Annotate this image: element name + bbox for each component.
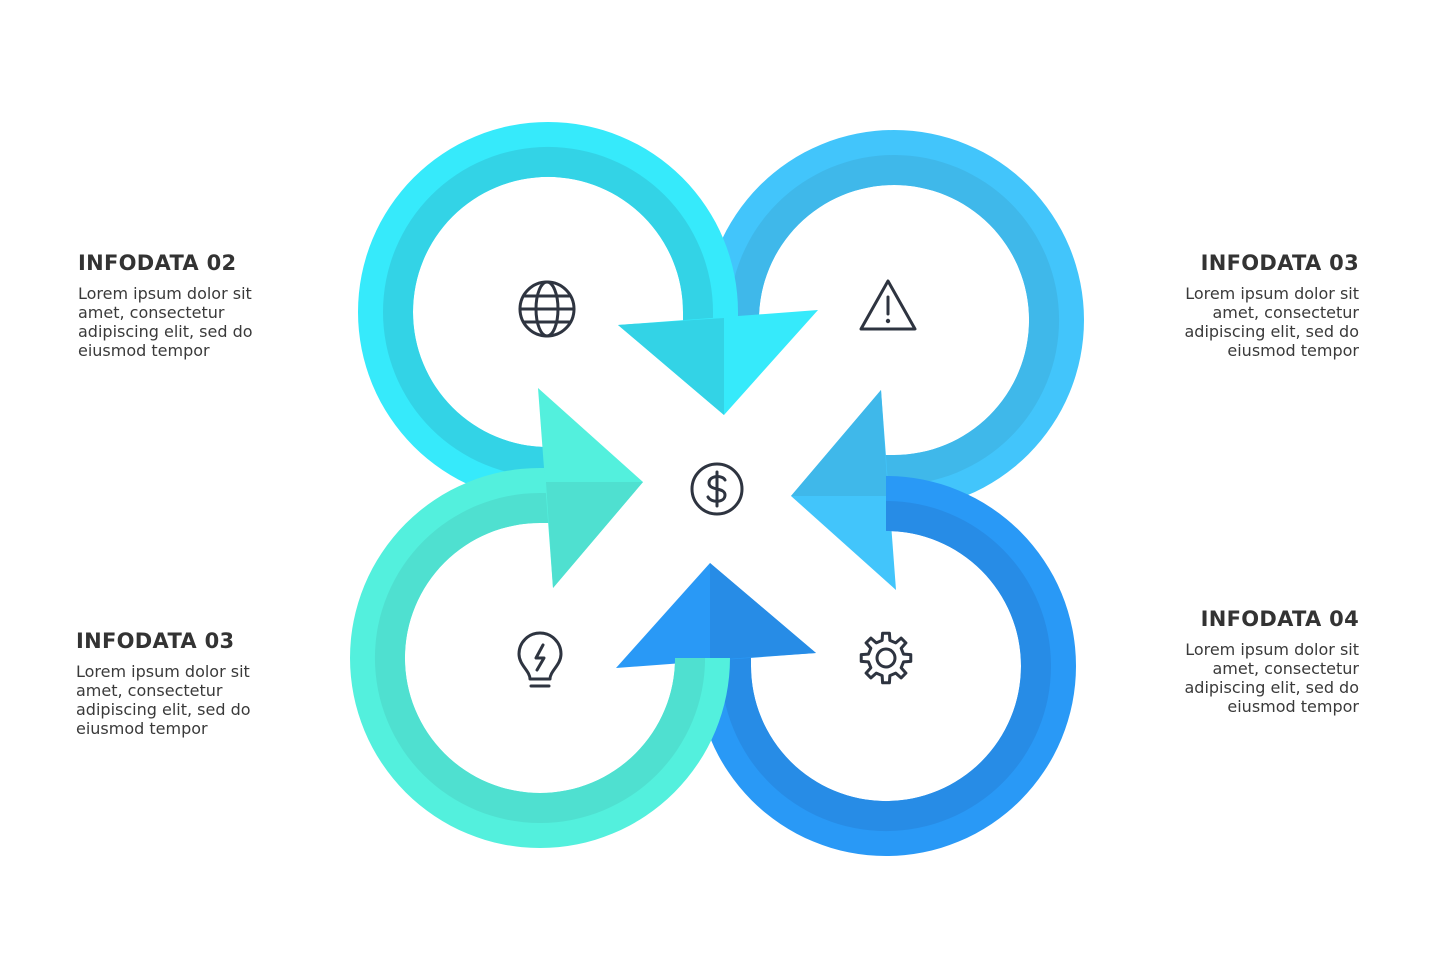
info-block-top-left: INFODATA 02 Lorem ipsum dolor sit amet, … xyxy=(78,250,318,360)
icons xyxy=(517,279,917,688)
info-line: eiusmod tempor xyxy=(76,719,208,738)
info-title: INFODATA 02 xyxy=(78,251,237,275)
info-body: Lorem ipsum dolor sit amet, consectetur … xyxy=(76,662,316,738)
info-block-bottom-right: INFODATA 04 Lorem ipsum dolor sit amet, … xyxy=(1119,606,1359,716)
info-line: amet, consectetur xyxy=(76,681,223,700)
info-line: Lorem ipsum dolor sit xyxy=(78,284,252,303)
info-title: INFODATA 03 xyxy=(1200,251,1359,275)
info-line: Lorem ipsum dolor sit xyxy=(76,662,250,681)
info-title: INFODATA 03 xyxy=(76,629,235,653)
info-line: adipiscing elit, sed do xyxy=(76,700,251,719)
info-body: Lorem ipsum dolor sit amet, consectetur … xyxy=(1119,640,1359,716)
info-line: eiusmod tempor xyxy=(1227,341,1359,360)
globe-icon xyxy=(518,280,576,338)
loop-arrow-bottom-left xyxy=(350,388,730,848)
info-line: Lorem ipsum dolor sit xyxy=(1185,640,1359,659)
info-title: INFODATA 04 xyxy=(1200,607,1359,631)
info-line: amet, consectetur xyxy=(1212,303,1360,322)
loop-arrowhead-shade xyxy=(618,318,724,415)
lightbulb-icon xyxy=(517,631,563,688)
loop-arrows xyxy=(350,122,1084,856)
info-line: amet, consectetur xyxy=(1212,659,1360,678)
info-block-bottom-left: INFODATA 03 Lorem ipsum dolor sit amet, … xyxy=(76,628,316,738)
info-line: eiusmod tempor xyxy=(1227,697,1359,716)
info-body: Lorem ipsum dolor sit amet, consectetur … xyxy=(1119,284,1359,360)
info-line: adipiscing elit, sed do xyxy=(78,322,253,341)
info-line: eiusmod tempor xyxy=(78,341,210,360)
info-line: adipiscing elit, sed do xyxy=(1184,322,1359,341)
loop-arrow-top-left xyxy=(358,122,818,502)
warning-icon xyxy=(859,279,917,331)
loop-arrow-top-right xyxy=(704,130,1084,590)
loop-arrowhead-shade xyxy=(546,482,643,588)
loop-arrowhead-shade xyxy=(791,390,888,496)
info-body: Lorem ipsum dolor sit amet, consectetur … xyxy=(78,284,318,360)
info-block-top-right: INFODATA 03 Lorem ipsum dolor sit amet, … xyxy=(1119,250,1359,360)
loop-arrowhead-shade xyxy=(710,563,816,660)
dollar-icon xyxy=(690,462,744,516)
info-line: Lorem ipsum dolor sit xyxy=(1185,284,1359,303)
info-line: adipiscing elit, sed do xyxy=(1184,678,1359,697)
gear-icon xyxy=(859,631,913,685)
info-line: amet, consectetur xyxy=(78,303,225,322)
